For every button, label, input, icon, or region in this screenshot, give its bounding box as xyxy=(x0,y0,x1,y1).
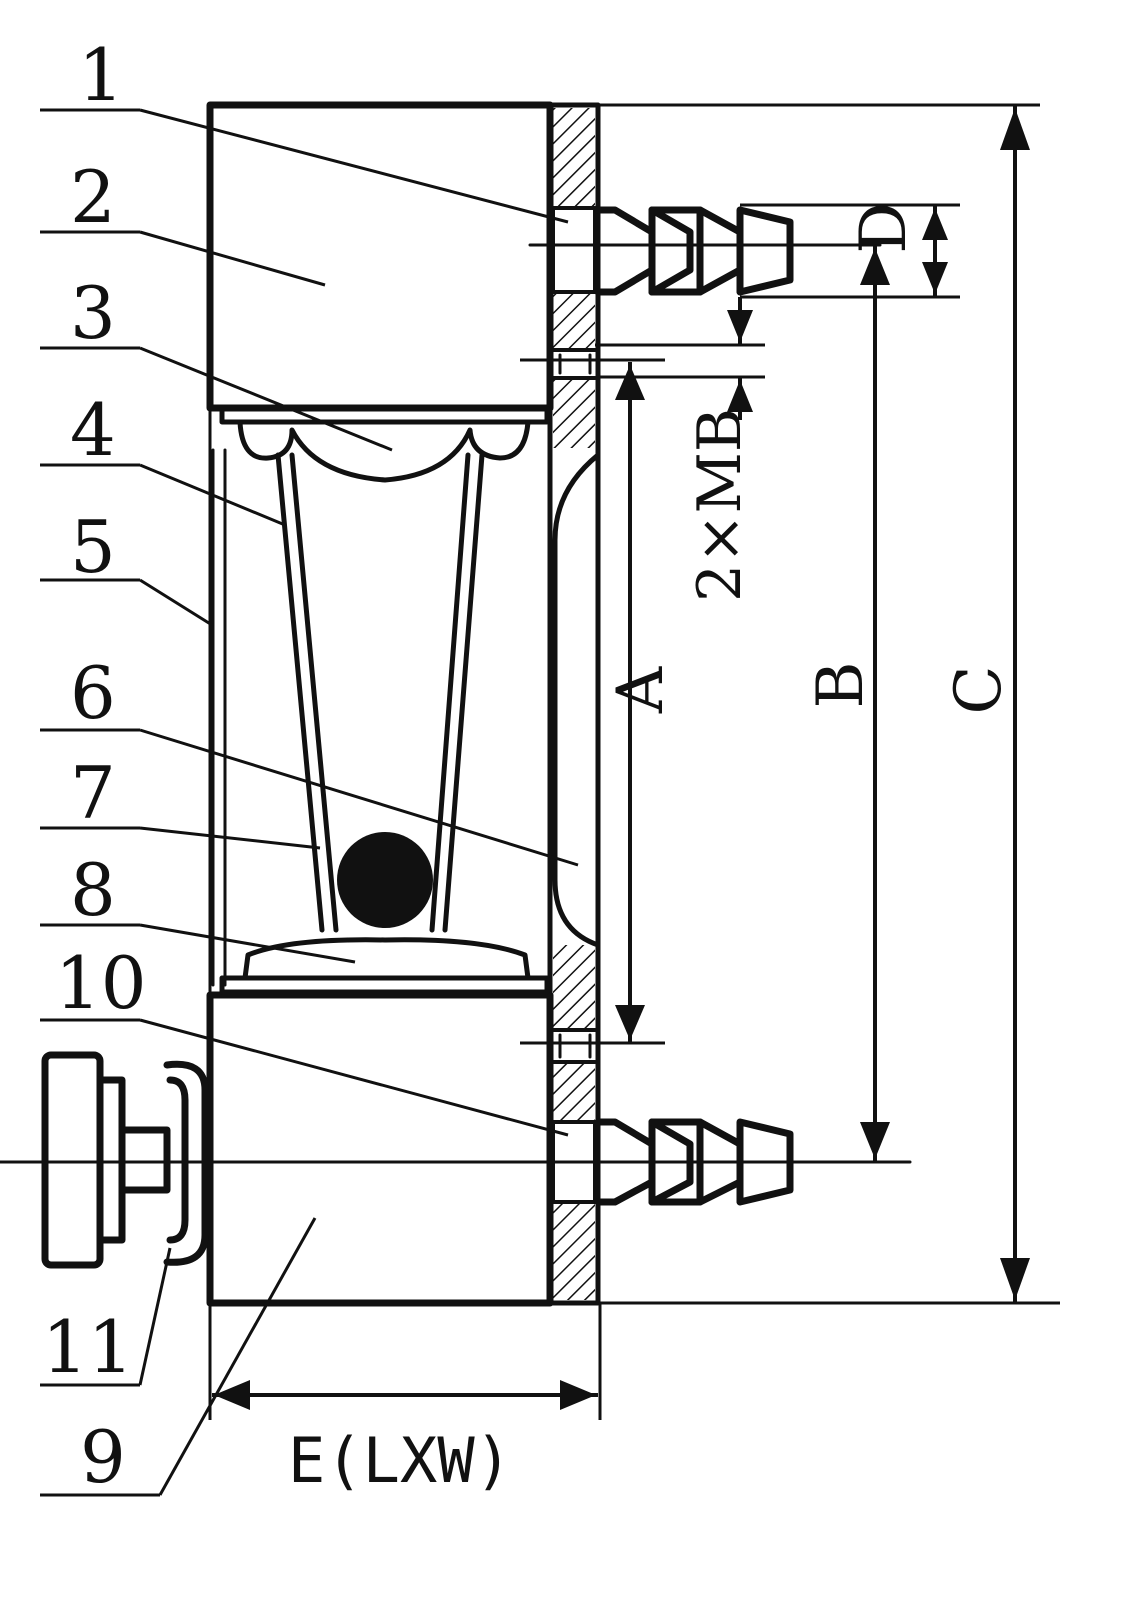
part-label-5: 5 xyxy=(70,505,116,589)
part-label-10: 10 xyxy=(55,941,147,1025)
part-label-4: 4 xyxy=(70,388,116,472)
part-label-8: 8 xyxy=(70,848,116,932)
part-label-3: 3 xyxy=(70,271,116,355)
part-label-6: 6 xyxy=(70,651,116,735)
dimension-labels: A B C D 2×MB E(LXW) xyxy=(288,202,1016,1497)
bottom-block xyxy=(206,991,554,1307)
dim-label-mb: 2×MB xyxy=(685,408,755,602)
back-plate xyxy=(547,102,601,1306)
upper-hose-barb xyxy=(594,206,794,296)
part-labels: 1 2 3 4 5 6 7 8 10 11 9 xyxy=(42,33,147,1499)
dim-label-a: A xyxy=(604,666,678,714)
valve-handwheel xyxy=(41,1051,209,1269)
part-label-7: 7 xyxy=(70,751,116,835)
dimension-lines xyxy=(208,103,1060,1420)
dim-label-d: D xyxy=(847,202,921,253)
leader-lines xyxy=(40,108,579,1497)
dim-label-c: C xyxy=(942,666,1016,715)
dim-label-e: E(LXW) xyxy=(288,1424,512,1497)
part-label-1: 1 xyxy=(78,33,124,117)
top-block xyxy=(206,101,554,412)
part-label-11: 11 xyxy=(42,1305,134,1389)
dim-label-b: B xyxy=(804,661,878,708)
part-label-2: 2 xyxy=(70,155,116,239)
float-ball xyxy=(337,832,433,928)
part-label-9: 9 xyxy=(80,1415,126,1499)
meter-body xyxy=(0,101,912,1307)
